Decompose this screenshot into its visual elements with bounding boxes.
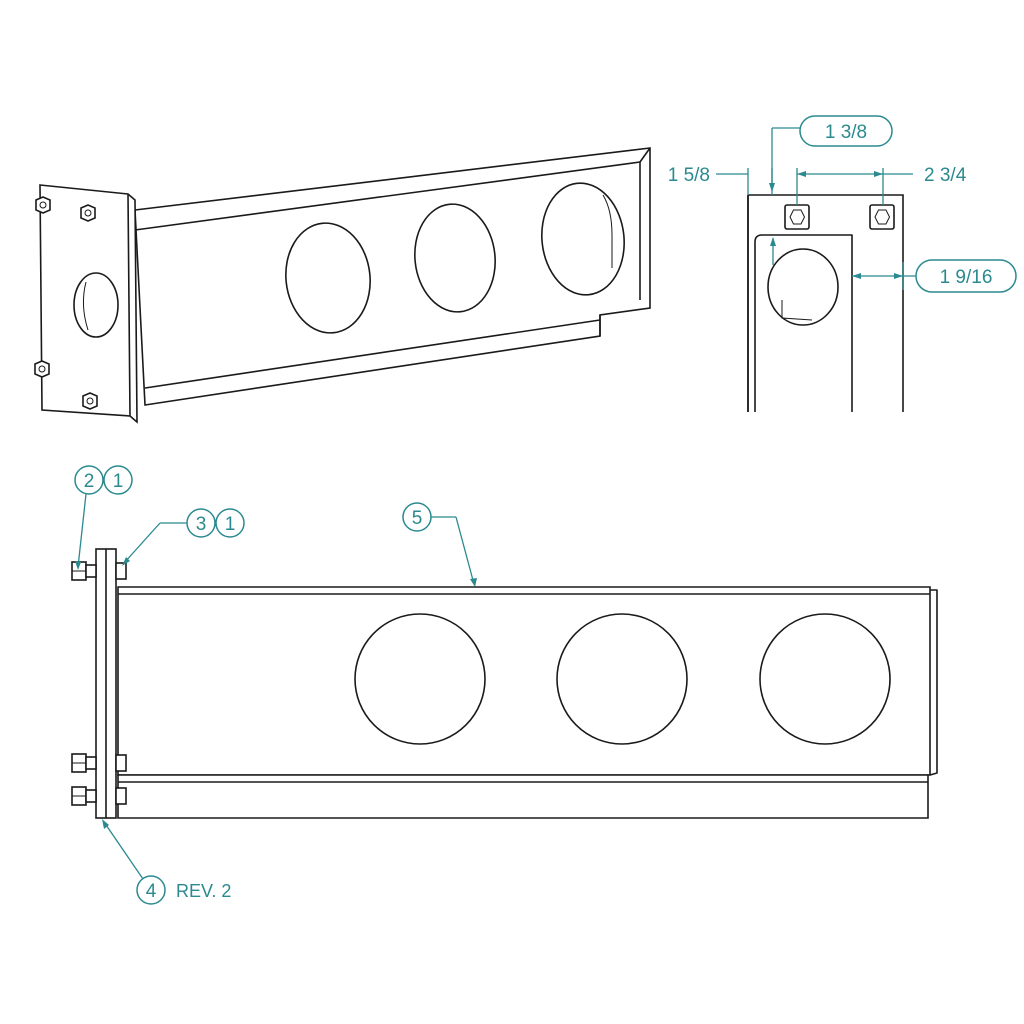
isometric-view bbox=[34, 147, 651, 424]
iso-hole-2 bbox=[414, 203, 496, 313]
balloon-4-label: 4 bbox=[146, 881, 157, 902]
iso-plate-hole bbox=[73, 272, 119, 338]
iso-bolt-br bbox=[82, 392, 98, 410]
side-hole-2 bbox=[556, 613, 688, 745]
iso-bolt-tr bbox=[80, 204, 96, 222]
dim-bolt-spacing: 2 3/4 bbox=[924, 165, 967, 186]
dim-left-offset: 1 5/8 bbox=[668, 165, 710, 186]
side-bolt-mid bbox=[71, 753, 127, 773]
balloon-4: 4 REV. 2 bbox=[102, 819, 231, 905]
balloon-5: 5 bbox=[402, 502, 477, 587]
balloon-2: 2 1 bbox=[74, 465, 133, 570]
side-bolt-bottom bbox=[71, 786, 127, 806]
iso-hole-3 bbox=[541, 182, 625, 296]
end-view-dimensions: 1 3/8 1 5/8 2 3/4 1 9/16 bbox=[668, 115, 1017, 293]
end-view-bolt-right bbox=[869, 204, 895, 230]
iso-hole-1 bbox=[285, 222, 371, 334]
iso-bolt-tl bbox=[35, 196, 51, 214]
balloon-2-circle bbox=[74, 465, 104, 495]
balloon-3-qty-circle bbox=[215, 508, 245, 538]
dim-top-gap: 1 3/8 bbox=[825, 122, 867, 143]
balloon-3-label: 3 bbox=[196, 514, 207, 535]
balloon-4-circle bbox=[136, 875, 166, 905]
balloon-5-label: 5 bbox=[412, 508, 423, 529]
balloon-2-qty-circle bbox=[103, 465, 133, 495]
balloon-2-qty: 1 bbox=[113, 471, 124, 492]
iso-bolt-bl bbox=[34, 360, 50, 378]
iso-bolts bbox=[34, 196, 98, 410]
dim-inner-width: 1 9/16 bbox=[940, 267, 993, 288]
end-view-hole bbox=[767, 248, 839, 326]
balloon-2-label: 2 bbox=[84, 471, 95, 492]
side-hole-1 bbox=[354, 613, 486, 745]
iso-end-plate bbox=[39, 184, 138, 424]
dim-callout-top-gap bbox=[799, 115, 893, 147]
balloon-3: 3 1 bbox=[122, 508, 245, 566]
dim-callout-inner-width bbox=[915, 259, 1017, 293]
side-view bbox=[71, 548, 938, 819]
end-view-bolt-left bbox=[784, 204, 810, 230]
end-view bbox=[747, 194, 904, 412]
balloon-4-note: REV. 2 bbox=[176, 881, 231, 901]
side-bolt-top bbox=[71, 561, 127, 581]
iso-channel bbox=[134, 147, 651, 406]
balloon-3-qty: 1 bbox=[225, 514, 236, 535]
side-hole-3 bbox=[759, 613, 891, 745]
iso-holes bbox=[285, 182, 625, 334]
